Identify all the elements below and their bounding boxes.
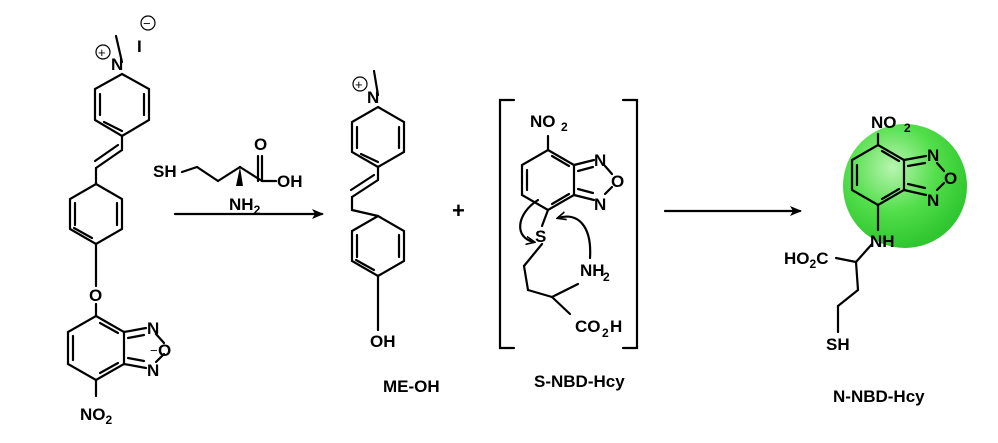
svg-text:−: −: [143, 16, 151, 31]
svg-text:N: N: [594, 151, 606, 170]
svg-text:SH: SH: [826, 335, 850, 354]
svg-text:NH: NH: [580, 261, 605, 280]
svg-text:OH: OH: [370, 332, 396, 351]
svg-text:N: N: [594, 195, 606, 214]
hcy-amine: NH2: [229, 195, 261, 217]
svg-text:+: +: [355, 77, 363, 92]
plus-sign: +: [452, 198, 465, 223]
svg-text:SH: SH: [153, 162, 177, 181]
probe-ether-oxygen: O: [89, 286, 102, 305]
svg-text:2: 2: [603, 270, 610, 284]
probe-molecule: N + − I O N O − N NO2: [66, 15, 171, 427]
svg-text:2: 2: [602, 326, 609, 340]
svg-text:O: O: [158, 341, 171, 360]
svg-text:O: O: [611, 172, 624, 191]
svg-text:CO: CO: [575, 317, 601, 336]
s-nbd-hcy-intermediate: NO 2 N O N S NH 2 CO 2 H: [498, 98, 639, 350]
label-s-nbd-hcy: S-NBD-Hcy: [534, 372, 625, 391]
svg-text:+: +: [98, 45, 106, 60]
svg-text:2: 2: [561, 120, 568, 134]
svg-text:NO: NO: [530, 112, 556, 131]
svg-text:2: 2: [904, 121, 911, 135]
probe-iodide: I: [137, 37, 142, 56]
svg-text:N: N: [927, 191, 939, 210]
n-nbd-hcy-molecule: NO 2 N O N NH HO2C SH: [784, 113, 957, 354]
probe-nitro: NO2: [80, 405, 113, 427]
svg-text:N: N: [927, 146, 939, 165]
svg-text:S: S: [535, 227, 546, 246]
svg-text:N: N: [147, 319, 159, 338]
svg-text:NH: NH: [870, 232, 895, 251]
svg-text:O: O: [944, 169, 957, 188]
svg-text:H: H: [610, 317, 622, 336]
label-n-nbd-hcy: N-NBD-Hcy: [833, 387, 925, 406]
svg-text:N: N: [147, 361, 159, 380]
homocysteine-reagent: SH O OH NH2: [153, 135, 303, 217]
svg-text:NO: NO: [871, 113, 897, 132]
svg-text:O: O: [254, 135, 267, 154]
carboxyl-group: HO2C: [784, 249, 828, 271]
label-me-oh: ME-OH: [383, 377, 440, 396]
svg-text:OH: OH: [277, 172, 303, 191]
svg-text:N: N: [367, 88, 379, 107]
svg-text:−: −: [150, 343, 158, 358]
probe-n-plus: N: [111, 55, 123, 74]
me-oh-molecule: N + OH: [349, 69, 406, 351]
